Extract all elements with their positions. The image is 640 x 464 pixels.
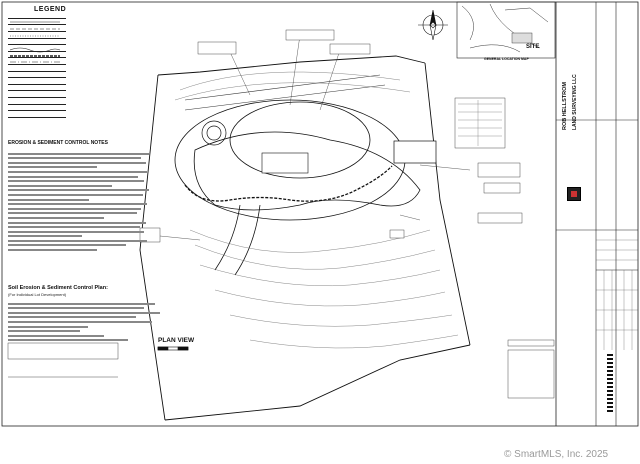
notes-text-block: [8, 150, 156, 254]
company-name-line1: ROB HELLSTROM: [562, 82, 568, 130]
legend-row: [8, 55, 143, 62]
company-logo: [567, 187, 581, 201]
site-label: SITE: [526, 44, 540, 50]
control-plan-heading: Soil Erosion & Sediment Control Plan:: [8, 285, 108, 291]
legend-row: [8, 81, 143, 88]
legend-list: [8, 15, 143, 121]
legend-row: [8, 101, 143, 108]
notes-title: EROSION & SEDIMENT CONTROL NOTES: [8, 140, 108, 146]
legend-row: [8, 74, 143, 81]
legend-row: [8, 48, 143, 55]
legend-row: [8, 15, 143, 22]
legend-row: [8, 88, 143, 95]
control-plan-list: [8, 300, 168, 344]
legend-row: [8, 22, 143, 29]
copyright-watermark: © SmartMLS, Inc. 2025: [504, 449, 609, 460]
legend-title: LEGEND: [34, 6, 67, 13]
legend-row: [8, 114, 143, 121]
north-arrow-icon: [418, 9, 448, 41]
location-map-caption: GENERAL LOCATION MAP: [484, 57, 529, 61]
legend-row: [8, 61, 143, 68]
legend-row: [8, 35, 143, 42]
legend-row: [8, 28, 143, 35]
sheet-border: [1, 1, 639, 427]
plan-view-label: PLAN VIEW: [158, 337, 195, 344]
legend-row: [8, 41, 143, 48]
company-name-line2: LAND SURVEYING LLC: [572, 74, 578, 130]
legend-row: [8, 94, 143, 101]
legend-row: [8, 107, 143, 114]
legend-row: [8, 68, 143, 75]
north-scale-hatch: [607, 352, 613, 412]
control-plan-subheading: (For Individual Lot Development): [8, 292, 67, 297]
